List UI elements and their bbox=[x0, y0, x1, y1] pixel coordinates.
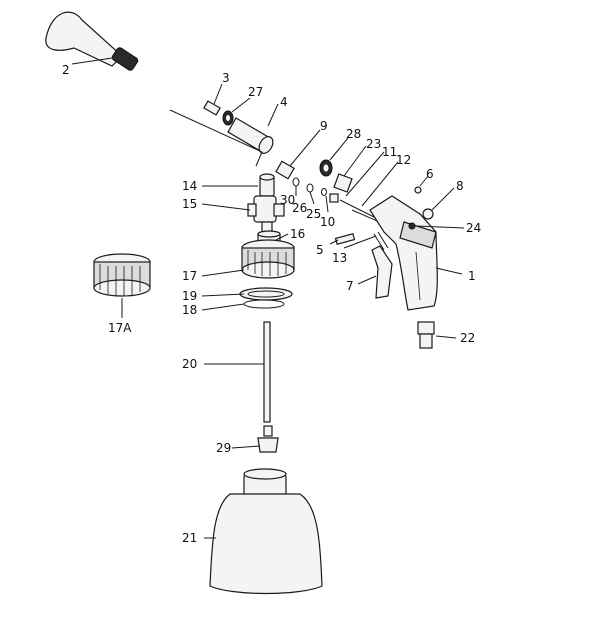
part-6-screw bbox=[414, 186, 422, 194]
part-16-connector bbox=[257, 230, 281, 245]
part-8-knob bbox=[422, 208, 434, 220]
label-18: 18 bbox=[182, 303, 197, 317]
label-30: 30 bbox=[280, 193, 295, 207]
part-23-sleeve bbox=[333, 173, 353, 193]
part-10-fitting bbox=[329, 193, 339, 203]
part-9-rod bbox=[169, 109, 263, 167]
label-11: 11 bbox=[382, 145, 397, 159]
part-13-spring bbox=[373, 231, 389, 251]
leader-lines bbox=[71, 57, 465, 539]
part-18-ring bbox=[243, 299, 285, 309]
part-17a-cap bbox=[93, 253, 151, 297]
part-17-cap bbox=[241, 239, 295, 279]
label-13: 13 bbox=[332, 251, 347, 265]
label-1: 1 bbox=[468, 269, 476, 283]
label-27: 27 bbox=[248, 85, 263, 99]
part-2-nozzle bbox=[45, 11, 139, 71]
label-21: 21 bbox=[182, 531, 197, 545]
label-22: 22 bbox=[460, 331, 475, 345]
label-10: 10 bbox=[320, 215, 335, 229]
label-28: 28 bbox=[346, 127, 361, 141]
label-17a: 17A bbox=[108, 321, 132, 335]
label-3: 3 bbox=[222, 71, 230, 85]
label-17: 17 bbox=[182, 269, 197, 283]
label-9: 9 bbox=[320, 119, 328, 133]
part-11-spring bbox=[339, 199, 377, 219]
part-labels: 2 3 27 4 9 28 23 11 12 6 8 24 14 15 30 2… bbox=[62, 63, 481, 545]
part-20-tube bbox=[263, 321, 271, 423]
part-1-body bbox=[369, 195, 438, 311]
label-8: 8 bbox=[456, 179, 464, 193]
label-25: 25 bbox=[306, 207, 321, 221]
label-12: 12 bbox=[396, 153, 411, 167]
label-26: 26 bbox=[292, 201, 307, 215]
part-25-washer bbox=[321, 188, 327, 196]
part-15-valve bbox=[247, 195, 285, 235]
part-14-fitting bbox=[259, 173, 275, 197]
part-5-pin bbox=[334, 233, 356, 245]
label-20: 20 bbox=[182, 357, 197, 371]
label-15: 15 bbox=[182, 197, 197, 211]
part-7-trigger bbox=[371, 245, 393, 299]
part-29-filter bbox=[257, 425, 279, 453]
label-16: 16 bbox=[290, 227, 305, 241]
label-6: 6 bbox=[426, 167, 434, 181]
part-3-tube bbox=[139, 69, 221, 116]
label-29: 29 bbox=[216, 441, 231, 455]
part-9-nut bbox=[275, 160, 295, 180]
label-23: 23 bbox=[366, 137, 381, 151]
label-24: 24 bbox=[466, 221, 481, 235]
label-2: 2 bbox=[62, 63, 70, 77]
label-19: 19 bbox=[182, 289, 197, 303]
label-5: 5 bbox=[316, 243, 324, 257]
label-4: 4 bbox=[280, 95, 288, 109]
part-24-screw bbox=[408, 222, 416, 230]
label-7: 7 bbox=[346, 279, 354, 293]
part-30-washer bbox=[292, 177, 300, 187]
part-21-bottle bbox=[209, 468, 323, 595]
part-22-fitting bbox=[417, 321, 435, 349]
label-14: 14 bbox=[182, 179, 197, 193]
part-26-washer bbox=[306, 183, 314, 193]
